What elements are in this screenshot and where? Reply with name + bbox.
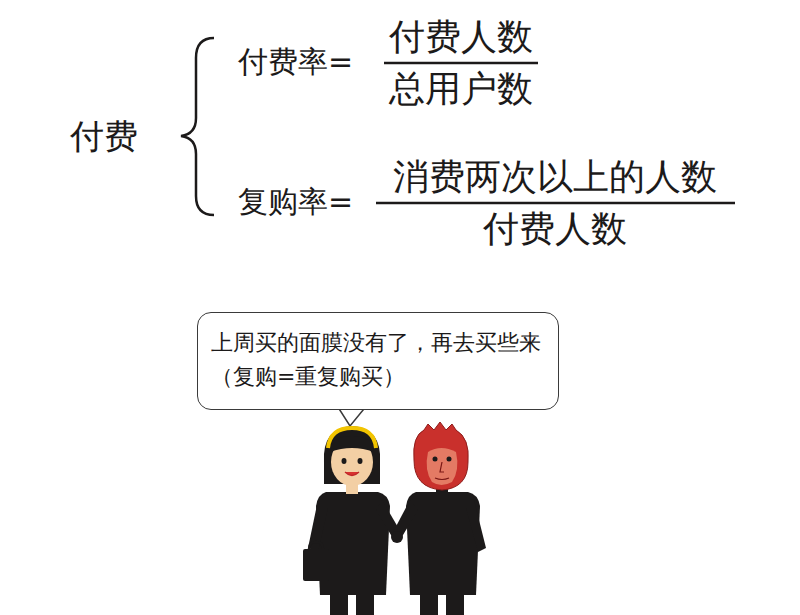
- category-heading: 付费: [70, 116, 138, 157]
- briefcase: [303, 549, 329, 581]
- mouth: [435, 478, 449, 480]
- fraction-bar: [376, 202, 735, 205]
- fraction-numerator: 付费人数: [389, 15, 533, 58]
- arm: [466, 500, 486, 552]
- joined-hands: [391, 531, 403, 543]
- monkey-figure: [391, 422, 486, 615]
- mouth: [345, 472, 359, 476]
- bubble-text: 上周买的面膜没有了，再去买些来（复购=重复购买）: [211, 326, 545, 394]
- eye: [342, 458, 347, 464]
- fringe: [330, 436, 374, 452]
- fraction-numerator: 消费两次以上的人数: [393, 155, 717, 198]
- eye: [358, 458, 363, 464]
- speech-bubble: 上周买的面膜没有了，再去买些来（复购=重复购买）: [197, 312, 559, 410]
- curly-brace: [181, 38, 214, 215]
- formula-name: 付费率=: [238, 44, 353, 80]
- nose: [440, 462, 444, 472]
- monkey-face: [427, 448, 458, 485]
- arm: [308, 500, 328, 552]
- eye: [433, 457, 438, 462]
- monkey-head: [414, 422, 469, 490]
- briefcase-handle: [309, 542, 323, 549]
- eye: [447, 457, 452, 462]
- headband: [328, 428, 376, 448]
- woman-figure: [303, 426, 402, 615]
- fraction-denominator: 付费人数: [483, 207, 627, 250]
- fraction-denominator: 总用户数: [389, 67, 533, 110]
- formula-name: 复购率=: [238, 184, 353, 220]
- fraction-bar: [384, 62, 538, 65]
